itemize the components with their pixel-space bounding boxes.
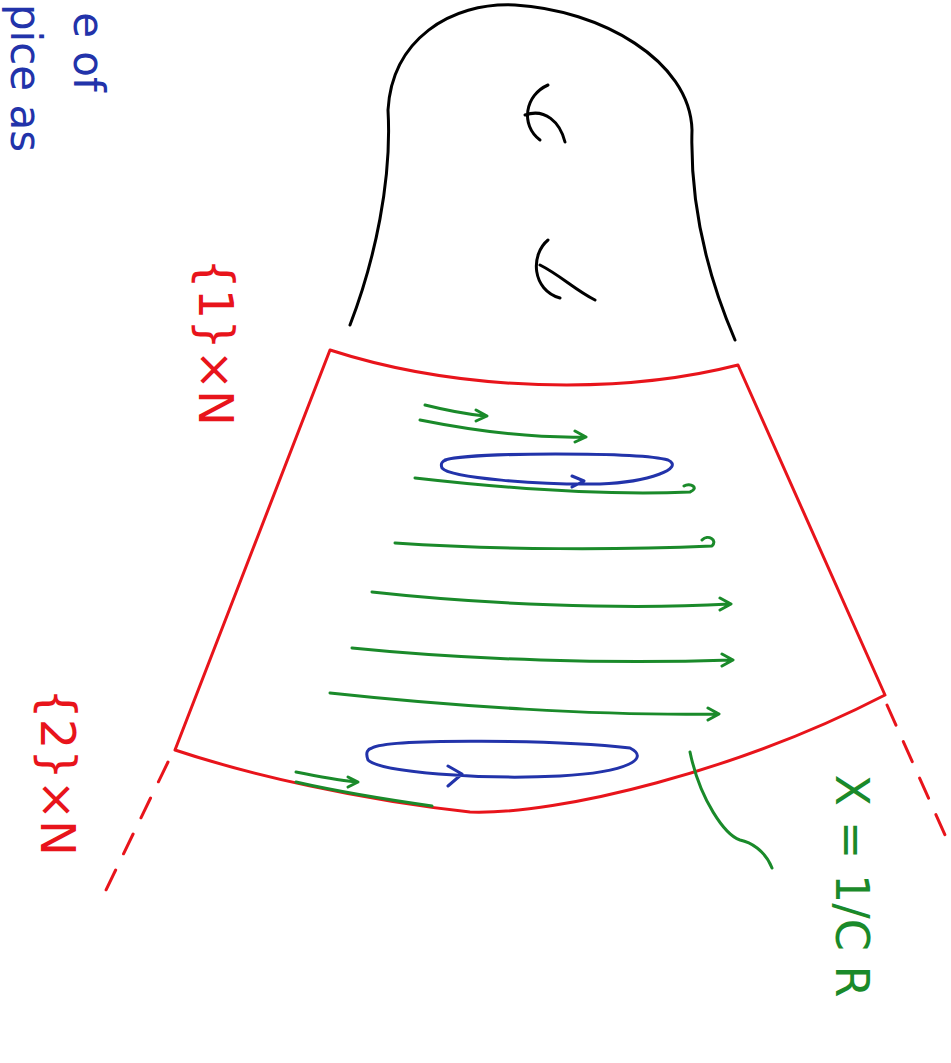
closed-orbit <box>441 454 672 487</box>
dashed-extension <box>105 762 168 892</box>
band-outline <box>175 350 885 812</box>
flow-line <box>372 592 731 610</box>
flow-line <box>425 405 487 421</box>
boundary-label: {1}×N <box>192 258 240 426</box>
leader-line <box>690 752 772 868</box>
flow-line <box>415 478 694 493</box>
flow-line <box>330 693 719 720</box>
note-fragment: e of <box>67 12 109 92</box>
surface-outline <box>350 5 735 340</box>
flow-line <box>352 648 733 666</box>
closed-orbit <box>367 741 638 786</box>
dashed-extension <box>887 705 945 835</box>
boundary-label: {2}×N <box>34 688 82 856</box>
note-fragment: pice as <box>4 4 46 152</box>
flow-line <box>420 420 586 442</box>
flow-line <box>395 538 714 549</box>
handle-mark <box>525 85 565 142</box>
flow-line <box>296 782 432 806</box>
handle-mark <box>536 240 595 300</box>
vector-field-label: X = 1/C R <box>829 775 875 998</box>
